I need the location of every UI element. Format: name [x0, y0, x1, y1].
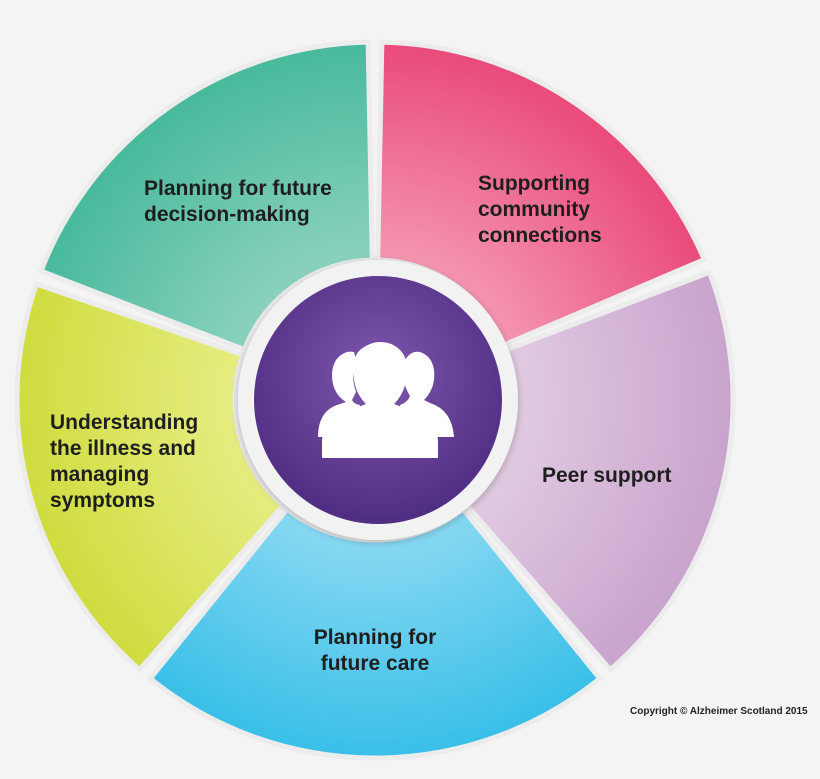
segment-label-decision-making: Planning for future decision-making	[144, 177, 332, 226]
segment-understanding	[14, 280, 287, 674]
segment-decision-making	[37, 39, 375, 353]
people-group-icon	[318, 342, 454, 458]
segment-label-future-care: Planning for future care	[313, 626, 437, 675]
segment-label-peer-support: Peer support	[542, 464, 672, 487]
wheel-segments	[14, 39, 736, 761]
segment-label-community: Supporting community connections	[478, 172, 602, 247]
segment-label-understanding: Understanding the illness and managing s…	[50, 411, 199, 512]
copyright-notice: Copyright © Alzheimer Scotland 2015	[630, 706, 808, 717]
